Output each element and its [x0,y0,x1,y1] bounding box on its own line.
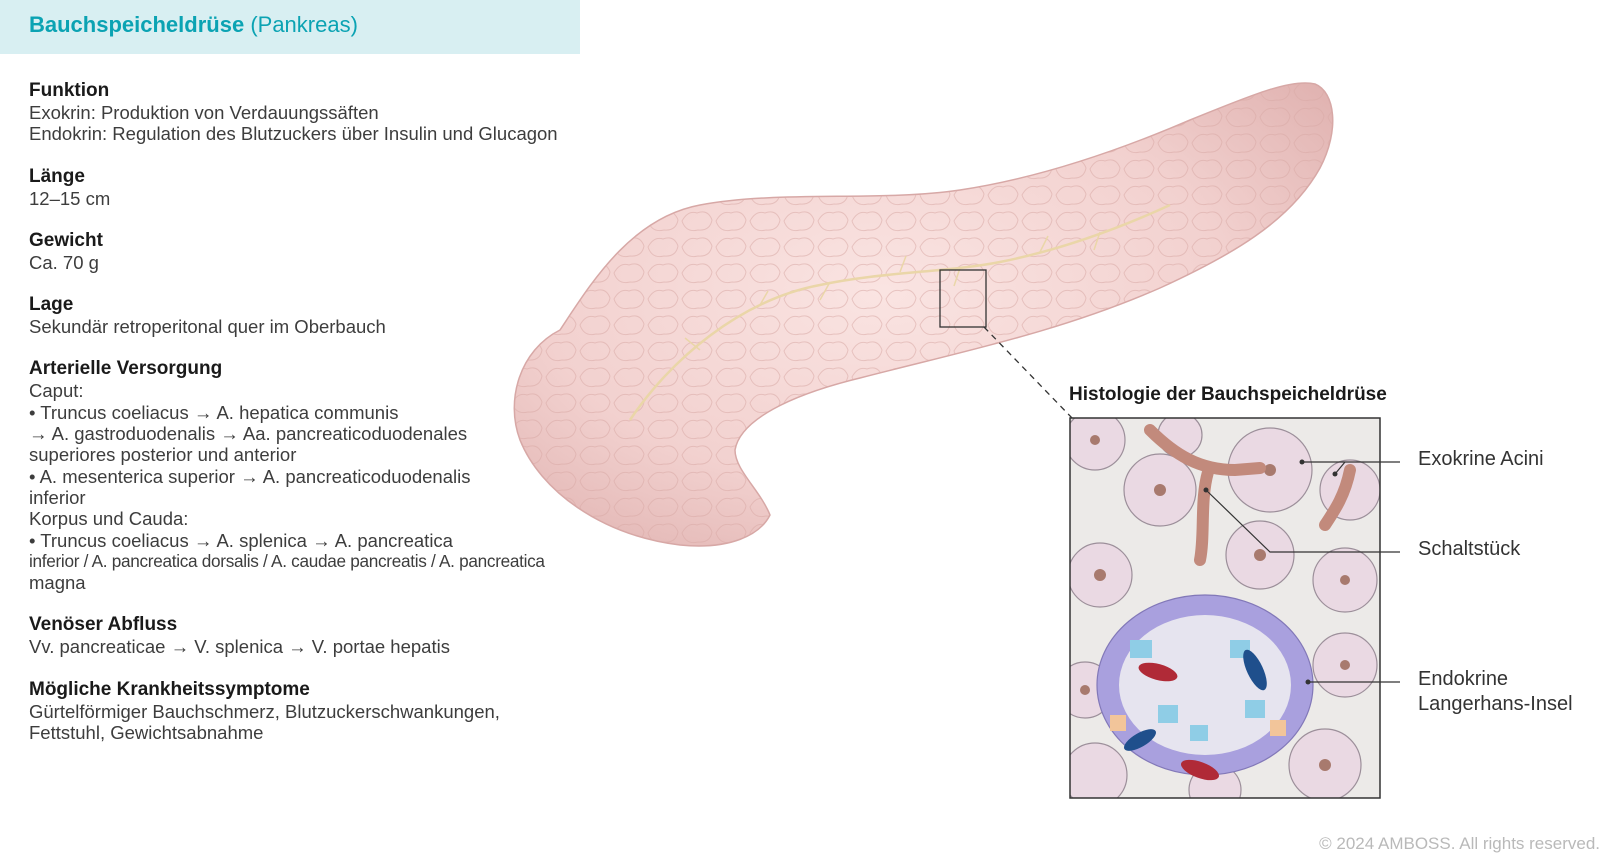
section-line: Exokrin: Produktion von Verdauungssäften [29,102,379,123]
section-heading: Mögliche Krankheitssymptome [29,678,310,700]
section-venoeser-abfluss: Venöser Abfluss Vv. pancreaticae → V. sp… [29,614,599,657]
langerhans-islet [1096,594,1314,781]
section-gewicht: Gewicht Ca. 70 g [29,230,599,273]
page-title: Bauchspeicheldrüse (Pankreas) [29,12,358,38]
label-leaders [1203,459,1400,685]
section-line: 12–15 cm [29,187,111,209]
pancreatic-duct [628,203,1171,421]
histology-panel [1069,417,1381,799]
section-heading: Gewicht [29,229,103,251]
section-line: inferior / A. pancreatica dorsalis / A. … [29,550,545,571]
section-line: Caput: [29,380,84,402]
section-line: superiores posterior und anterior [29,444,297,466]
section-line: Sekundär retroperitonal quer im Oberbauc… [29,316,386,338]
section-heading: Länge [29,165,85,187]
label-endokrine: Endokrine [1418,668,1509,690]
section-line: • Truncus coeliacus → A. hepatica commun… [29,401,399,423]
section-line: Korpus und Cauda: [29,508,189,530]
pancreatic-duct-branches [684,231,1101,351]
section-heading: Arterielle Versorgung [29,358,223,380]
section-line: • A. mesenterica superior → A. pancreati… [29,465,471,487]
section-line: Endokrin: Regulation des Blutzuckers übe… [29,123,558,145]
leader-duct [1205,489,1400,553]
section-line: Gürtelförmiger Bauchschmerz, Blutzuckers… [29,700,500,722]
section-arterielle-versorgung: Arterielle Versorgung Caput: • Truncus c… [29,358,599,593]
leader-acini-2 [1334,461,1346,475]
section-line: magna [29,572,86,594]
label-exokrine-acini: Exokrine Acini [1418,448,1544,470]
section-line: → A. gastroduodenalis → Aa. pancreaticod… [29,423,468,445]
label-langerhans-insel: Langerhans-Insel [1418,693,1573,715]
section-line: Fettstuhl, Gewichtsabnahme [29,722,264,744]
histology-title: Histologie der Bauchspeicheldrüse [1069,384,1387,405]
section-line: inferior [29,486,86,508]
section-line: • Truncus coeliacus → A. splenica → A. p… [29,529,453,551]
title-bar [0,0,580,54]
pancreas-lobule-texture [514,82,1333,546]
section-lage: Lage Sekundär retroperitonal quer im Obe… [29,294,599,337]
section-heading: Lage [29,294,74,316]
pancreas-organ [513,82,1334,547]
section-line: Ca. 70 g [29,251,99,273]
section-heading: Venöser Abfluss [29,614,178,636]
title-main: Bauchspeicheldrüse [29,12,245,37]
intercalated-duct [1144,424,1356,566]
section-krankheitssymptome: Mögliche Krankheitssymptome Gürtelförmig… [29,679,599,744]
section-funktion: Funktion Exokrin: Produktion von Verdauu… [29,80,599,145]
section-heading: Funktion [29,80,110,101]
label-schaltstueck: Schaltstück [1418,538,1521,560]
section-laenge: Länge 12–15 cm [29,166,599,209]
section-line: Vv. pancreaticae → V. splenica → V. port… [29,636,450,658]
title-sub: (Pankreas) [250,12,358,37]
copyright-notice: © 2024 AMBOSS. All rights reserved. [1319,834,1600,853]
zoom-box [939,269,987,328]
info-panel: Funktion Exokrin: Produktion von Verdauu… [29,80,599,764]
